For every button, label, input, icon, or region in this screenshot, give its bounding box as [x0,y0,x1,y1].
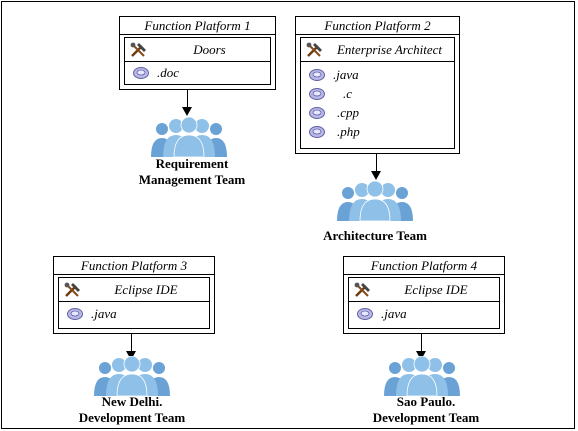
arrow-platform-3-to-team [126,334,137,360]
team-label-line: Requirement [155,156,229,171]
file-row: .java [301,65,454,84]
function-platform-4: Function Platform 4 Eclipse IDE .java [343,256,505,334]
platform-content: Eclipse IDE .java [348,277,500,329]
team-label-sao-paulo: Sao Paulo. Development Team [356,394,496,426]
team-label-line: New Delhi. [101,394,163,409]
tool-row: Doors [125,38,270,62]
platform-title: Function Platform 3 [54,257,214,275]
file-row: .java [349,304,499,323]
file-extension: .java [91,306,117,321]
platform-content: Enterprise Architect .java .c .cpp .php [300,37,455,149]
team-label-line: Development Team [372,410,480,425]
file-row: .c [301,84,454,103]
file-extension: .java [381,306,407,321]
disk-file-icon [309,107,325,119]
platform-content: Eclipse IDE .java [58,277,210,329]
disk-file-icon [309,88,325,100]
function-platform-1: Function Platform 1 Doors .doc [119,16,276,90]
tool-name: Eclipse IDE [404,282,468,297]
platform-title: Function Platform 4 [344,257,504,275]
file-extension: .php [337,124,360,139]
arrow-platform-1-to-team [182,90,193,116]
disk-file-icon [67,308,83,320]
team-label-line: Development Team [78,410,186,425]
disk-file-icon [133,67,149,79]
hammer-wrench-icon [306,42,322,57]
arrow-platform-2-to-team [371,154,382,180]
people-group-icon [337,181,413,221]
file-row: .doc [125,63,270,82]
platform-content: Doors .doc [124,37,271,85]
file-row: .cpp [301,103,454,122]
arrow-platform-4-to-team [416,334,427,360]
file-row: .java [59,304,209,323]
team-label-architecture: Architecture Team [305,228,445,244]
disk-file-icon [357,308,373,320]
tool-row: Enterprise Architect [301,38,454,62]
people-group-icon [384,356,460,396]
file-extension: .cpp [337,105,360,120]
hammer-wrench-icon [64,282,80,297]
file-extension: .java [333,67,359,82]
team-label-line: Sao Paulo. [396,394,456,409]
disk-file-icon [309,126,325,138]
function-platform-3: Function Platform 3 Eclipse IDE .java [53,256,215,334]
tool-row: Eclipse IDE [59,278,209,302]
team-label-line: Management Team [138,172,246,187]
tool-row: Eclipse IDE [349,278,499,302]
team-label-line: Architecture Team [323,228,427,243]
platform-title: Function Platform 1 [120,17,275,35]
tool-name: Doors [193,42,226,57]
file-row: .php [301,122,454,141]
team-label-requirement-management: Requirement Management Team [122,156,262,188]
file-extension: .doc [157,65,180,80]
file-extension: .c [343,86,353,101]
people-group-icon [94,356,170,396]
hammer-wrench-icon [130,42,146,57]
tool-name: Enterprise Architect [336,42,443,57]
function-platform-2: Function Platform 2 Enterprise Architect… [295,16,460,154]
disk-file-icon [309,69,325,81]
people-group-icon [151,117,227,157]
platform-title: Function Platform 2 [296,17,459,35]
tool-name: Eclipse IDE [114,282,178,297]
team-label-new-delhi: New Delhi. Development Team [62,394,202,426]
hammer-wrench-icon [354,282,370,297]
